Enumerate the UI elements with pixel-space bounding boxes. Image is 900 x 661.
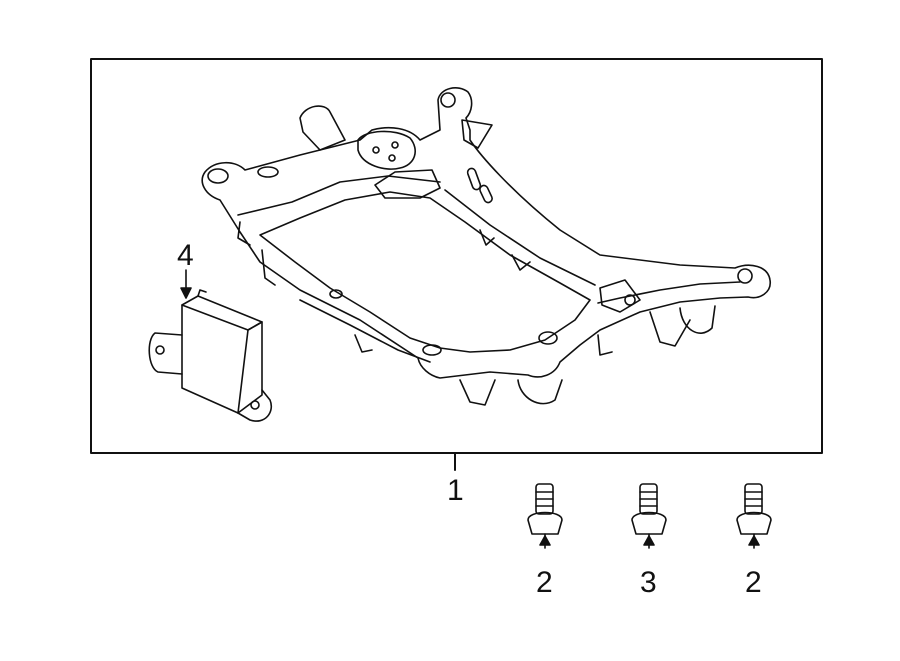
bolt-right-drawing bbox=[736, 483, 772, 549]
callout-2-right: 2 bbox=[745, 566, 762, 599]
arrowhead-4 bbox=[180, 287, 192, 299]
callout-3: 3 bbox=[640, 566, 657, 599]
control-module-drawing bbox=[148, 289, 272, 422]
bolt-center-drawing bbox=[631, 483, 667, 549]
bolt-left-drawing bbox=[527, 483, 563, 549]
callout-2-left: 2 bbox=[536, 566, 553, 599]
callout-1: 1 bbox=[447, 474, 464, 507]
callout-4: 4 bbox=[177, 239, 194, 272]
subframe-drawing bbox=[201, 87, 771, 406]
assembly-frame bbox=[90, 58, 823, 454]
